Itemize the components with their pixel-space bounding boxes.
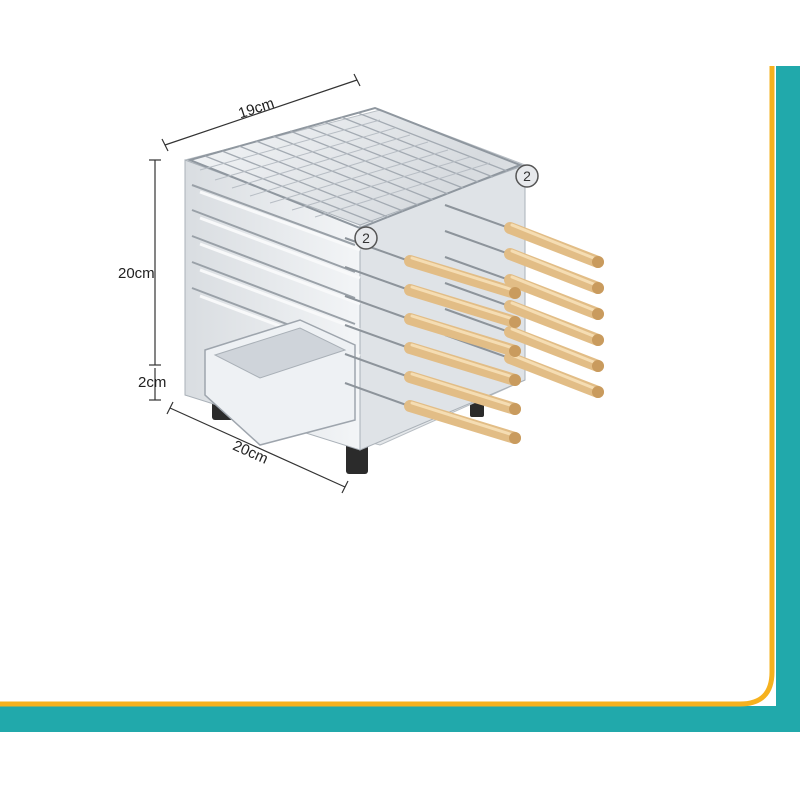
badge-right-text: 2 (523, 168, 531, 184)
badge-left-text: 2 (362, 230, 370, 246)
dim-leg-height: 2cm (138, 374, 167, 391)
skewer-handle-highlight (410, 256, 515, 292)
skewer-rod (344, 324, 413, 350)
skewer-handle-end (592, 334, 604, 346)
skewer-handle-highlight (410, 372, 515, 408)
skewer-handle-end (592, 386, 604, 398)
skewer-rod (344, 353, 413, 379)
skewer-handle-highlight (510, 353, 598, 391)
skewer-handle (404, 400, 521, 444)
skewer-handle-end (509, 316, 521, 328)
skewer-rod (444, 282, 513, 308)
skewer-handle (504, 352, 604, 398)
skewer-handle-highlight (410, 285, 515, 321)
skewer-handle-highlight (510, 301, 598, 339)
grill-body (184, 106, 526, 474)
skewer-handle-end (592, 308, 604, 320)
skewer-rod (344, 266, 413, 292)
badge-rack-left: 2 (354, 226, 378, 250)
skewer-handle (404, 255, 521, 299)
skewer-handle-end (509, 287, 521, 299)
teal-bottom-band (0, 706, 800, 732)
badge-rack-right: 2 (515, 164, 539, 188)
skewer-rod (444, 256, 513, 282)
orange-corner-border (0, 66, 775, 707)
grill-rack (186, 106, 523, 230)
skewer-handle (504, 274, 604, 320)
skewer-handle-highlight (510, 275, 598, 313)
dimension-lines (149, 73, 361, 494)
skewer-handle-end (592, 360, 604, 372)
skewer-handle (404, 284, 521, 328)
skewer-rod (344, 382, 413, 408)
skewer-rod (344, 295, 413, 321)
skewers (344, 204, 604, 444)
skewer-handle-highlight (510, 327, 598, 365)
teal-right-band (776, 66, 800, 732)
skewer-handle-end (509, 345, 521, 357)
skewer-handle-highlight (510, 223, 598, 261)
skewer-handle-end (592, 282, 604, 294)
skewer-handle (404, 313, 521, 357)
skewer-rod (444, 230, 513, 256)
skewer-handle-end (509, 403, 521, 415)
skewer-handle-highlight (410, 343, 515, 379)
skewer-handle-end (592, 256, 604, 268)
skewer-handle-highlight (410, 401, 515, 437)
skewer-handle (404, 371, 521, 415)
skewer-handle-highlight (510, 249, 598, 287)
skewer-handle (504, 222, 604, 268)
skewer-handle (504, 300, 604, 346)
skewer-handle-end (509, 432, 521, 444)
skewer-handle (504, 326, 604, 372)
dim-height: 20cm (118, 265, 155, 282)
skewer-rod (444, 204, 513, 230)
skewer-handle-end (509, 374, 521, 386)
skewer-handle-highlight (410, 314, 515, 350)
skewer-handle (504, 248, 604, 294)
skewer-rod (444, 308, 513, 334)
skewer-handle (404, 342, 521, 386)
